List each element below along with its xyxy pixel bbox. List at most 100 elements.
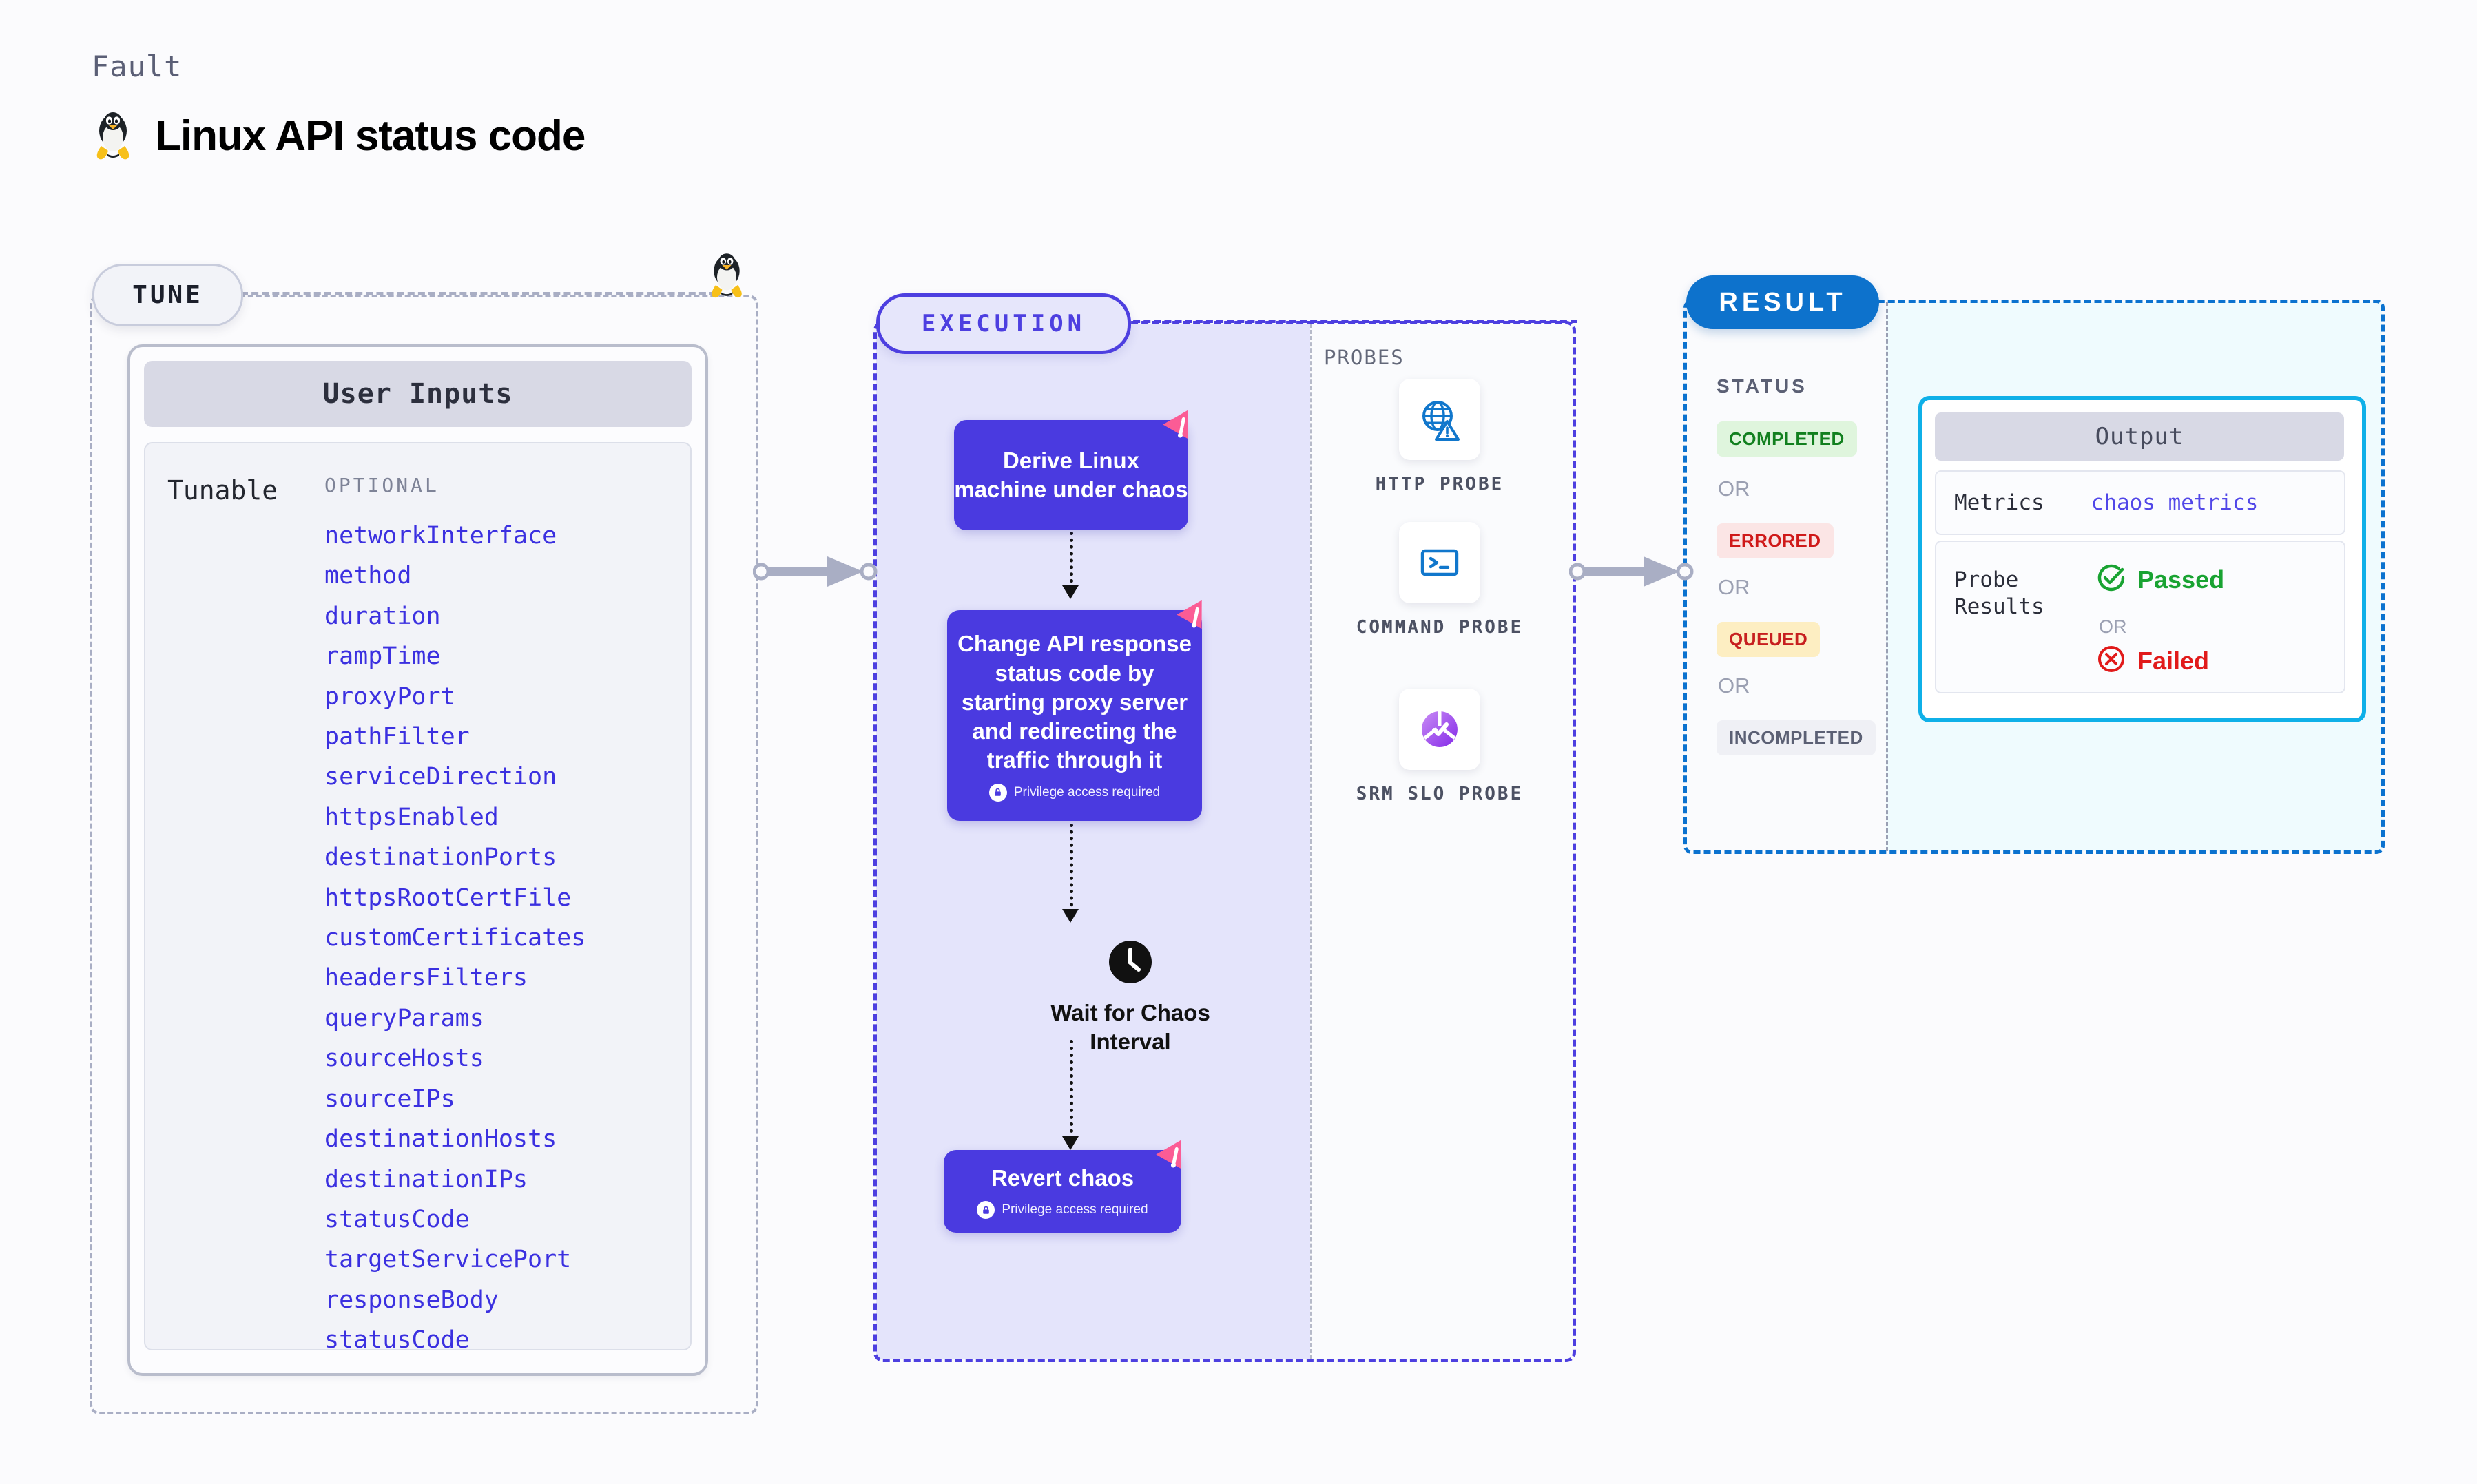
probe-label: COMMAND PROBE xyxy=(1356,617,1524,638)
flow-line-2 xyxy=(1070,824,1073,913)
check-circle-icon xyxy=(2096,563,2126,596)
lock-icon xyxy=(988,783,1007,802)
node-title: Derive Linux machine under chaos xyxy=(954,447,1188,502)
tunable-parameter[interactable]: proxyPort xyxy=(324,682,455,711)
probe-result-passed: Passed xyxy=(2096,563,2224,596)
result-divider xyxy=(1886,302,1888,851)
flow-arrow-3 xyxy=(1059,1135,1081,1155)
optional-label: OPTIONAL xyxy=(324,474,439,497)
or-label-2: OR xyxy=(1718,575,1750,599)
probes-divider xyxy=(1310,324,1312,1359)
probe-label: SRM SLO PROBE xyxy=(1356,784,1524,804)
probes-fill xyxy=(1310,324,1573,1359)
metrics-value[interactable]: chaos metrics xyxy=(2091,490,2259,515)
status-badge-errored: ERRORED xyxy=(1717,523,1834,558)
passed-label: Passed xyxy=(2137,565,2225,594)
tunable-parameter[interactable]: customCertificates xyxy=(324,924,586,952)
tune-chip[interactable]: TUNE xyxy=(92,264,243,326)
srm-slo-icon xyxy=(1399,689,1480,770)
tunable-label: Tunable xyxy=(167,475,278,505)
flow-arrow-1 xyxy=(1059,584,1081,604)
execution-chip[interactable]: EXECUTION xyxy=(876,293,1131,354)
probe-label: HTTP PROBE xyxy=(1375,474,1504,494)
tune-panel xyxy=(90,295,758,1414)
litmus-chaos-icon xyxy=(1162,408,1199,448)
wait-node-label: Wait for Chaos Interval xyxy=(1050,1000,1210,1054)
probe-srm-slo[interactable]: SRM SLO PROBE xyxy=(1354,689,1526,806)
execution-node-derive-linux-machine[interactable]: Derive Linux machine under chaos xyxy=(954,410,1188,530)
x-circle-icon xyxy=(2096,644,2126,678)
probe-result-failed: Failed xyxy=(2096,644,2209,678)
page-title: Linux API status code xyxy=(155,112,585,160)
tunable-parameter[interactable]: destinationIPs xyxy=(324,1165,528,1193)
probe-command[interactable]: COMMAND PROBE xyxy=(1354,522,1526,640)
output-header: Output xyxy=(1935,412,2344,461)
flow-arrow-2 xyxy=(1059,908,1081,928)
or-label-3: OR xyxy=(1718,673,1750,698)
tune-dashed-connector xyxy=(241,292,716,295)
lock-icon xyxy=(977,1201,995,1220)
result-chip[interactable]: RESULT xyxy=(1686,275,1879,329)
tunable-parameter[interactable]: pathFilter xyxy=(324,723,470,751)
status-badge-queued: QUEUED xyxy=(1717,622,1821,657)
probe-results-or-label: OR xyxy=(2099,616,2127,637)
tunable-parameter[interactable]: sourceIPs xyxy=(324,1085,455,1113)
execution-dashed-connector xyxy=(1123,320,1577,323)
privilege-label: Privilege access required xyxy=(1002,1202,1148,1217)
tunable-parameter[interactable]: method xyxy=(324,562,412,590)
privilege-label: Privilege access required xyxy=(1013,784,1161,800)
linux-tux-icon xyxy=(92,110,134,161)
tunable-parameter[interactable]: duration xyxy=(324,602,441,630)
clock-icon xyxy=(1107,941,1154,988)
metrics-key: Metrics xyxy=(1954,490,2044,515)
tunable-parameter[interactable]: httpsRootCertFile xyxy=(324,884,572,912)
privilege-badge: Privilege access required xyxy=(977,1201,1148,1220)
fault-kicker: Fault xyxy=(92,50,183,83)
tunable-parameter[interactable]: httpsEnabled xyxy=(324,803,499,831)
status-title: STATUS xyxy=(1717,375,1807,397)
user-inputs-card: User Inputs Tunable OPTIONAL networkInte… xyxy=(127,344,708,1376)
node-title: Revert chaos xyxy=(991,1164,1134,1191)
tunable-parameter[interactable]: serviceDirection xyxy=(324,763,557,791)
tunable-parameter[interactable]: destinationPorts xyxy=(324,844,557,872)
status-badge-completed: COMPLETED xyxy=(1717,421,1857,457)
metrics-row: Metrics chaos metrics xyxy=(1935,470,2345,535)
node-title: Change API response status code by start… xyxy=(957,631,1192,773)
litmus-chaos-icon xyxy=(1176,598,1213,638)
flow-line-1 xyxy=(1070,532,1073,589)
tunable-parameter[interactable]: sourceHosts xyxy=(324,1045,484,1073)
user-inputs-header: User Inputs xyxy=(144,361,692,427)
result-status-fill xyxy=(1686,302,1886,851)
connector-tune-to-execution xyxy=(752,551,884,596)
tune-linux-tux-icon xyxy=(707,251,747,300)
execution-node-wait-for-chaos-interval[interactable]: Wait for Chaos Interval xyxy=(1048,939,1213,1056)
tunable-parameter[interactable]: statusCode xyxy=(324,1326,470,1355)
tunable-parameter-list: networkInterface method duration rampTime pr… xyxy=(324,516,683,1361)
flow-line-3 xyxy=(1070,1040,1073,1140)
tunable-parameter[interactable]: statusCode xyxy=(324,1205,470,1233)
execution-node-change-api-response[interactable]: Change API response status code by start… xyxy=(947,600,1202,821)
tunable-parameter[interactable]: rampTime xyxy=(324,642,441,671)
tunable-parameter[interactable]: queryParams xyxy=(324,1004,484,1032)
terminal-icon xyxy=(1399,522,1480,603)
tunable-parameter[interactable]: networkInterface xyxy=(324,522,557,550)
failed-label: Failed xyxy=(2137,646,2210,675)
or-label-1: OR xyxy=(1718,477,1750,501)
tunable-box: Tunable OPTIONAL networkInterface method d… xyxy=(144,442,692,1354)
tunable-parameter[interactable]: headersFilters xyxy=(324,964,528,992)
tunable-parameter[interactable]: destinationHosts xyxy=(324,1125,557,1153)
connector-execution-to-result xyxy=(1568,551,1700,596)
tunable-parameter[interactable]: responseBody xyxy=(324,1286,499,1314)
tunable-parameter[interactable]: targetServicePort xyxy=(324,1246,572,1274)
status-badge-incompleted: INCOMPLETED xyxy=(1717,720,1876,755)
execution-node-revert-chaos[interactable]: Revert chaos Privilege access required xyxy=(944,1140,1181,1233)
probe-http[interactable]: HTTP PROBE xyxy=(1354,379,1526,497)
litmus-chaos-icon xyxy=(1155,1138,1192,1178)
page-title-row: Linux API status code xyxy=(92,110,585,161)
globe-warning-icon xyxy=(1399,379,1480,460)
probes-title: PROBES xyxy=(1324,346,1405,369)
privilege-badge: Privilege access required xyxy=(988,783,1161,802)
